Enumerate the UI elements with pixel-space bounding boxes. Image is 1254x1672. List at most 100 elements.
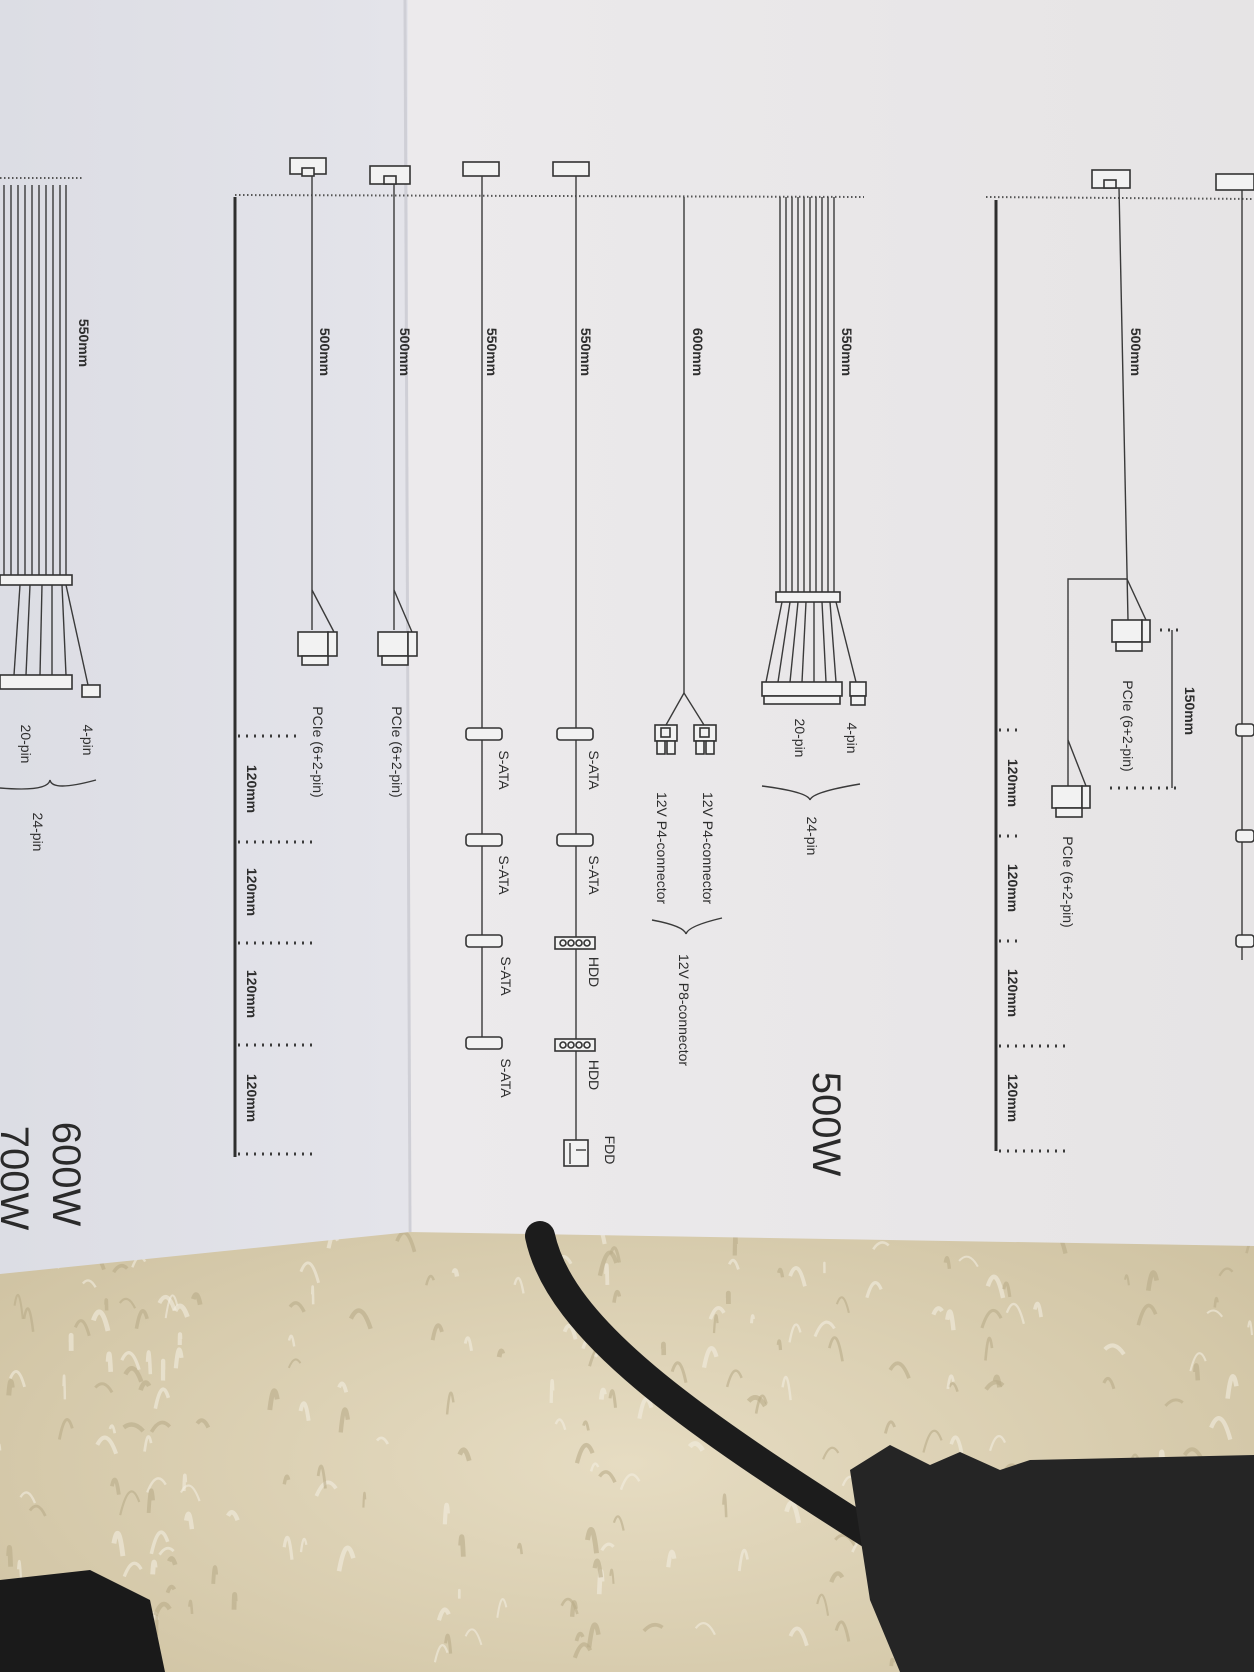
rug-tuft (108, 1424, 117, 1434)
rug-tuft (1005, 1302, 1025, 1325)
sata-hdd-cable-length: 550mm (578, 328, 594, 376)
left-24pin-label: 24-pin (30, 813, 46, 852)
rug-tuft (180, 1484, 201, 1502)
rug-tuft (604, 1263, 610, 1286)
rug-tuft (781, 1375, 792, 1401)
pcie-cable-2 (377, 184, 418, 666)
rug-tuft (670, 1361, 688, 1384)
rug-tuft (165, 1584, 177, 1594)
rug-tuft (572, 1642, 593, 1659)
rug-tuft (1189, 1352, 1207, 1372)
rug-tuft (338, 1407, 350, 1433)
rug-tuft (430, 1323, 444, 1341)
rug-tuft (1033, 1301, 1043, 1318)
rug-tuft (922, 1429, 943, 1453)
wattage-600w: 600W (44, 1122, 88, 1227)
mid-spacing-4: 120mm (244, 1074, 260, 1122)
rug-tuft (442, 1502, 450, 1525)
rug-tuft (865, 1281, 883, 1299)
rug-tuft (105, 1351, 114, 1372)
atx-cable-length: 550mm (839, 328, 855, 376)
rug-tuft (57, 1418, 74, 1440)
mid-top-dotted-line (234, 194, 865, 198)
rug-tuft (822, 1446, 840, 1460)
rug-tuft (945, 1309, 956, 1331)
rug-tuft (788, 1323, 802, 1343)
rug-tuft (1102, 1376, 1116, 1390)
rug-tuft (1164, 1398, 1184, 1407)
rug-tuft (226, 1510, 240, 1522)
atx-24pin-label: 24-pin (804, 817, 820, 856)
rug-tuft (788, 1626, 809, 1647)
rug-tuft (872, 1241, 890, 1250)
rug-tuft (834, 1620, 851, 1642)
rug-tuft (754, 1394, 768, 1414)
rug-tuft (931, 1306, 944, 1316)
right-spacing-4: 120mm (1005, 1074, 1021, 1122)
rug-tuft (592, 1558, 603, 1578)
pcie-2-connector-label: PCIe (6+2-pin) (389, 706, 405, 797)
atx-24pin-brace (761, 783, 861, 801)
rug-tuft (889, 1657, 895, 1667)
mid-spacing-3: 120mm (244, 970, 260, 1018)
rug-tuft (167, 1556, 178, 1566)
rug-tuft (608, 1389, 618, 1408)
sata-hdd-fdd-cable (554, 176, 596, 1167)
rug-tuft (436, 1607, 451, 1621)
rug-tuft (310, 1285, 315, 1305)
rug-tuft (6, 1379, 15, 1396)
rug-tuft (146, 1488, 155, 1514)
rug-tuft (574, 1631, 585, 1642)
rug-tuft (395, 1230, 417, 1253)
manual-paper-left-panel (0, 0, 410, 1274)
rug-tuft (582, 1420, 590, 1431)
rug-tuft (150, 1559, 158, 1575)
rug-tuft (784, 1500, 802, 1524)
rug-tuft (732, 1232, 738, 1256)
rug-tuft (1145, 1270, 1159, 1291)
rug-tuft (118, 1297, 137, 1309)
rug-tuft (598, 1470, 617, 1484)
rug-tuft (816, 1593, 830, 1616)
rug-tuft (560, 1597, 579, 1615)
rug-tuft (337, 1381, 349, 1393)
p8-brace (651, 917, 723, 935)
rug-tuft (158, 1546, 175, 1556)
rug-tuft (211, 1565, 219, 1584)
rug-tuft (119, 1490, 141, 1516)
rug-tuft (122, 1422, 145, 1433)
rug-tuft (496, 1348, 506, 1358)
rug-tuft (149, 1530, 170, 1555)
rug-tuft (22, 1307, 35, 1332)
rug-tuft (183, 1511, 195, 1530)
rug-tuft (445, 1391, 455, 1415)
rug-tuft (6, 1545, 13, 1567)
black-object (0, 1570, 165, 1672)
power-cable (525, 1221, 895, 1555)
paper-fold-crease (403, 0, 412, 1233)
right-spacing-dimension (994, 200, 1065, 1153)
rug-tuft (701, 1346, 719, 1369)
rug-tuft (749, 1314, 755, 1324)
rug-tuft (299, 1261, 321, 1284)
rug-tuft (513, 1276, 525, 1294)
rug-tuft (188, 1599, 194, 1614)
rug-tuft (612, 1289, 622, 1303)
cpu-12v-cable (654, 197, 717, 755)
rug-tuft (600, 1542, 615, 1552)
rug-tuft (375, 1436, 389, 1445)
atx-20pin-label: 20-pin (792, 719, 808, 758)
rug-tuft (949, 1435, 964, 1454)
fdd-label: FDD (602, 1136, 618, 1165)
right-spacing-3: 120mm (1005, 969, 1021, 1017)
rug-tuft (91, 1309, 111, 1332)
rug-tuft (984, 1380, 1005, 1391)
right-pcie-connector-label-2: PCIe (6+2-pin) (1060, 836, 1076, 927)
rug-tuft (609, 1568, 615, 1584)
rug-tuft (157, 1295, 177, 1312)
right-top-dotted-line (985, 196, 1254, 200)
rug-tuft (120, 1351, 141, 1371)
rug-tuft (737, 1548, 749, 1572)
rug-tuft (712, 1314, 719, 1334)
rug-tuft (813, 1320, 836, 1338)
